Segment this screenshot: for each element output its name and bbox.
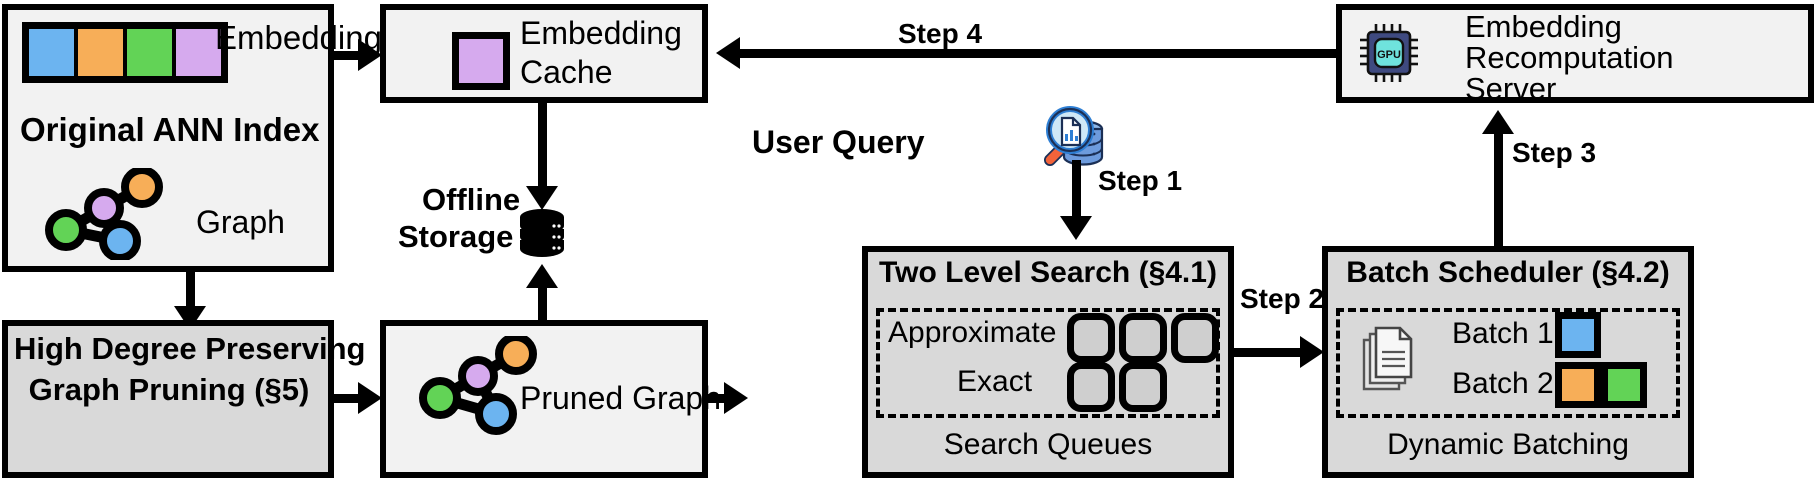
original-ann-index-title: Original ANN Index (20, 111, 320, 148)
recomputation-server-line1: Embedding (1465, 9, 1622, 44)
arrow-pruning-to-prunedgraph-line (334, 394, 366, 403)
arrow-step1-line (1072, 160, 1081, 220)
embedding-swatch-purple (176, 29, 221, 76)
arrow-step2-head (1300, 336, 1324, 368)
arrow-step2-line (1234, 348, 1308, 357)
step3-label: Step 3 (1512, 137, 1597, 168)
graph-pruning-title-line1: High Degree Preserving (14, 331, 366, 366)
svg-text:GPU: GPU (1377, 49, 1401, 61)
queue-chip (1119, 313, 1167, 363)
search-queues-panel (876, 308, 1220, 418)
arrow-prunedgraph-to-search-head (724, 382, 748, 414)
two-level-search-title: Two Level Search (§4.1) (879, 256, 1217, 289)
batch-2-label: Batch 2 (1452, 367, 1554, 400)
database-icon (516, 207, 568, 259)
arrow-prunedgraph-to-search-line (708, 394, 732, 403)
documents-icon (1360, 324, 1414, 394)
queue-chip (1067, 362, 1115, 412)
approximate-queue-chips (1067, 313, 1219, 363)
recomputation-server-box (1336, 4, 1814, 103)
offline-storage-label-line2: Storage (398, 219, 514, 254)
batch-1-label: Batch 1 (1452, 317, 1554, 350)
step2-label: Step 2 (1240, 283, 1325, 314)
arrow-pruning-to-prunedgraph-head (358, 382, 382, 414)
graph-pruning-box (2, 320, 334, 478)
step1-label: Step 1 (1098, 165, 1183, 196)
embedding-cache-box (380, 4, 708, 103)
arrow-cache-to-storage-line (538, 103, 547, 191)
arrow-index-to-cache-head (358, 39, 382, 71)
arrow-prunedgraph-to-storage-head (526, 264, 558, 288)
batch-scheduler-title: Batch Scheduler (§4.2) (1346, 256, 1670, 289)
arrow-step4-head (716, 37, 740, 69)
arrow-index-to-pruning-line (186, 272, 195, 310)
exact-queue-chips (1067, 362, 1167, 412)
embedding-swatch-green (127, 29, 176, 76)
embedding-swatch-orange (78, 29, 127, 76)
two-level-search-box (862, 246, 1234, 478)
arrow-cache-to-storage-head (526, 186, 558, 210)
arrow-step4-line (740, 49, 1338, 58)
queue-chip (1119, 362, 1167, 412)
embedding-swatch-blue (29, 29, 78, 76)
batch-1-swatch-blue (1555, 312, 1601, 358)
embedding-cache-label-line2: Cache (520, 54, 613, 90)
gpu-chip-icon: GPU (1358, 22, 1424, 84)
recomputation-server-line2: Recomputation (1465, 40, 1674, 75)
queue-chip (1171, 313, 1219, 363)
original-index-graph (36, 168, 176, 260)
graph-label: Graph (196, 204, 285, 240)
exact-label: Exact (957, 365, 1033, 398)
arrow-step1-head (1060, 216, 1092, 240)
arrow-step3-line (1494, 132, 1503, 246)
graph-pruning-title-line2: Graph Pruning (§5) (28, 372, 310, 407)
arrow-prunedgraph-to-storage-line (538, 288, 547, 322)
dynamic-batching-panel (1336, 308, 1680, 418)
batch-2-swatch-green (1601, 362, 1647, 408)
arrow-step3-head (1482, 110, 1514, 134)
recomputation-server-line3: Server (1465, 71, 1557, 106)
embedding-cache-swatch (452, 32, 510, 90)
embedding-swatch-strip (22, 22, 228, 83)
arrow-index-to-cache-line (334, 51, 368, 60)
batch-2-swatch-orange (1555, 362, 1601, 408)
queue-chip (1067, 313, 1115, 363)
step4-label: Step 4 (898, 18, 983, 49)
embedding-cache-label-line1: Embedding (520, 15, 682, 51)
pruned-graph-graphic (408, 336, 548, 446)
pruned-graph-label: Pruned Graph (520, 380, 722, 416)
user-query-label: User Query (752, 124, 925, 160)
search-queues-footer: Search Queues (943, 428, 1153, 461)
embedding-label: Embedding (215, 19, 382, 56)
dynamic-batching-footer: Dynamic Batching (1387, 428, 1629, 461)
offline-storage-label-line1: Offline (422, 182, 521, 217)
query-search-database-icon (1033, 98, 1109, 174)
approximate-label: Approximate (888, 316, 1057, 349)
